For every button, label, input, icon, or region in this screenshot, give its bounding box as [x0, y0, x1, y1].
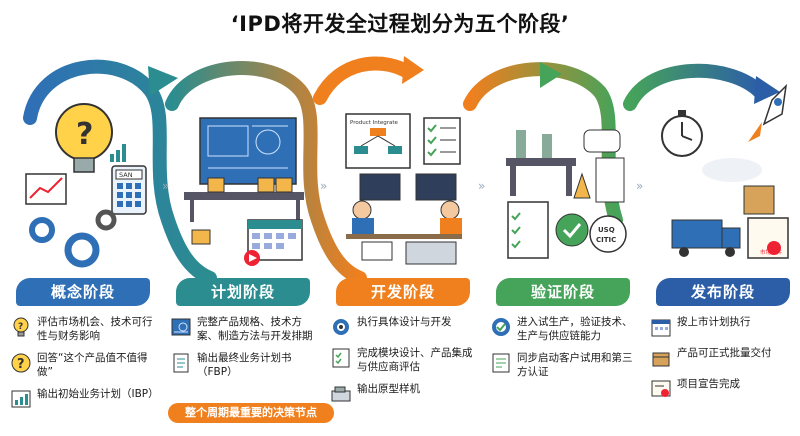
flowchart-icon — [345, 113, 411, 169]
stage-verify-item: 同步启动客户试用和第三方认证 — [490, 351, 640, 379]
box-icon — [743, 185, 775, 215]
item-text: 输出初始业务计划（IBP） — [37, 388, 159, 400]
clipboard-icon — [507, 201, 549, 259]
document-icon — [173, 353, 189, 373]
calendar-icon — [651, 319, 671, 337]
line-chart-icon — [25, 173, 67, 205]
stage-verify-item: 进入试生产，验证技术、生产与供应链能力 — [490, 315, 640, 343]
stage-label-release: 发布阶段 — [656, 278, 790, 306]
flow-arrow-4 — [623, 63, 767, 111]
blueprint-icon — [171, 318, 191, 336]
stage-concept: ? SAN 概念阶段 ? 评估市场机会、技术可行性与财务影响 ? 回答“这个产品… — [6, 60, 160, 432]
document-icon — [361, 241, 393, 261]
checklist-icon — [332, 348, 350, 368]
flask-icon — [573, 172, 591, 199]
decision-callout: 整个周期最重要的决策节点 — [168, 403, 334, 423]
certification-badge-icon — [589, 215, 627, 253]
stage-concept-item: 输出初始业务计划（IBP） — [10, 387, 160, 410]
gear-icon — [95, 209, 117, 231]
stage-plan: 计划阶段 完整产品规格、技术方案、制造方法与开发排期 输出最终业务计划书（FBP… — [166, 60, 320, 432]
item-text: 回答“这个产品值不值得做” — [37, 352, 148, 378]
develop-illustration: Product Integrate — [345, 113, 462, 265]
page-title: ‘IPD将开发全过程划分为五个阶段’ — [230, 12, 570, 36]
monitor-icon — [359, 173, 401, 201]
rocket-icon — [762, 83, 788, 126]
stage-plan-item: 完整产品规格、技术方案、制造方法与开发排期 — [170, 315, 320, 343]
prototype-icon — [405, 241, 457, 265]
engineer-icon — [440, 200, 460, 220]
item-text: 进入试生产，验证技术、生产与供应链能力 — [517, 316, 633, 342]
stage-develop-item: 输出原型样机 — [330, 382, 480, 405]
svg-text:?: ? — [17, 357, 25, 372]
concept-illustration: ? SAN — [25, 103, 147, 268]
monitor-icon — [415, 173, 457, 201]
plan-illustration — [184, 117, 304, 266]
item-text: 完成模块设计、产品集成与供应商评估 — [357, 347, 473, 373]
gear-icon — [64, 232, 100, 268]
certificate-seal-icon — [555, 213, 589, 247]
assembly-line-icon — [184, 192, 304, 200]
stage-label-plan: 计划阶段 — [176, 278, 310, 306]
gear-check-icon — [492, 318, 510, 336]
flowchart-label: Product Integrate — [350, 120, 399, 126]
gear-icon — [29, 217, 55, 243]
release-illustration: 市场文件 — [661, 83, 789, 259]
item-text: 执行具体设计与开发 — [357, 316, 452, 328]
report-icon — [492, 353, 510, 373]
cert-label-1: USQ — [598, 226, 615, 234]
item-text: 评估市场机会、技术可行性与财务影响 — [37, 316, 153, 342]
flow-arrow-1 — [23, 59, 217, 285]
test-tube-icon — [595, 157, 625, 203]
flow-arrowhead-4 — [754, 76, 780, 104]
stage-concept-item: ? 评估市场机会、技术可行性与财务影响 — [10, 315, 160, 343]
prototype-icon — [331, 386, 351, 402]
delivery-truck-icon — [671, 219, 723, 249]
chat-bubble-icon — [583, 129, 621, 153]
svg-text:?: ? — [18, 322, 23, 332]
calculator-label: SAN — [119, 171, 133, 179]
item-text: 输出原型样机 — [357, 383, 420, 395]
stamp-label: 市场文件 — [760, 248, 783, 256]
item-text: 完整产品规格、技术方案、制造方法与开发排期 — [197, 316, 313, 342]
chevron-icon: » — [478, 179, 485, 193]
item-text: 项目宣告完成 — [677, 378, 740, 390]
flow-arrowhead-2 — [402, 56, 424, 84]
stage-label-verify: 验证阶段 — [496, 278, 630, 306]
production-line-icon — [506, 158, 576, 166]
flow-arrowhead-3 — [540, 62, 562, 88]
verify-illustration: USQ CITIC — [506, 129, 627, 259]
flow-arrow-2 — [165, 61, 367, 285]
item-text: 同步启动客户试用和第三方认证 — [517, 352, 633, 378]
question-icon: ? — [11, 353, 31, 373]
stage-release-item: 项目宣告完成 — [650, 377, 800, 400]
stage-develop: Product Integrate 开发阶段 执行具体设计与开发 完成模块设计、… — [326, 60, 480, 432]
stage-release: 市场文件 发布阶段 按上市计划执行 产品可正式批量交付 项目宣告完成 — [646, 60, 800, 432]
stage-concept-item: ? 回答“这个产品值不值得做” — [10, 351, 160, 379]
stage-release-item: 产品可正式批量交付 — [650, 346, 800, 369]
chevron-icon: » — [636, 179, 643, 193]
svg-text:?: ? — [76, 117, 93, 152]
stage-label-concept: 概念阶段 — [16, 278, 150, 306]
box-icon — [652, 352, 670, 367]
certificate-icon — [651, 380, 671, 397]
chart-icon — [11, 390, 31, 408]
stage-label-develop: 开发阶段 — [336, 278, 470, 306]
item-text: 产品可正式批量交付 — [677, 347, 772, 359]
engineer-icon — [352, 200, 372, 220]
stage-develop-item: 执行具体设计与开发 — [330, 315, 480, 338]
stage-release-item: 按上市计划执行 — [650, 315, 800, 338]
chevron-icon: » — [162, 179, 169, 193]
item-text: 按上市计划执行 — [677, 316, 751, 328]
stage-develop-item: 完成模块设计、产品集成与供应商评估 — [330, 346, 480, 374]
cert-label-2: CITIC — [596, 236, 616, 244]
stage-plan-item: 输出最终业务计划书（FBP） — [170, 351, 320, 379]
stage-verify: USQ CITIC 验证阶段 进入试生产，验证技术、生产与供应链能力 同步启动客… — [486, 60, 640, 432]
flow-arrowhead-1 — [148, 66, 178, 96]
gear-icon — [333, 319, 349, 335]
item-text: 输出最终业务计划书（FBP） — [197, 352, 292, 378]
chevron-icon: » — [320, 179, 327, 193]
lightbulb-icon: ? — [13, 317, 29, 337]
